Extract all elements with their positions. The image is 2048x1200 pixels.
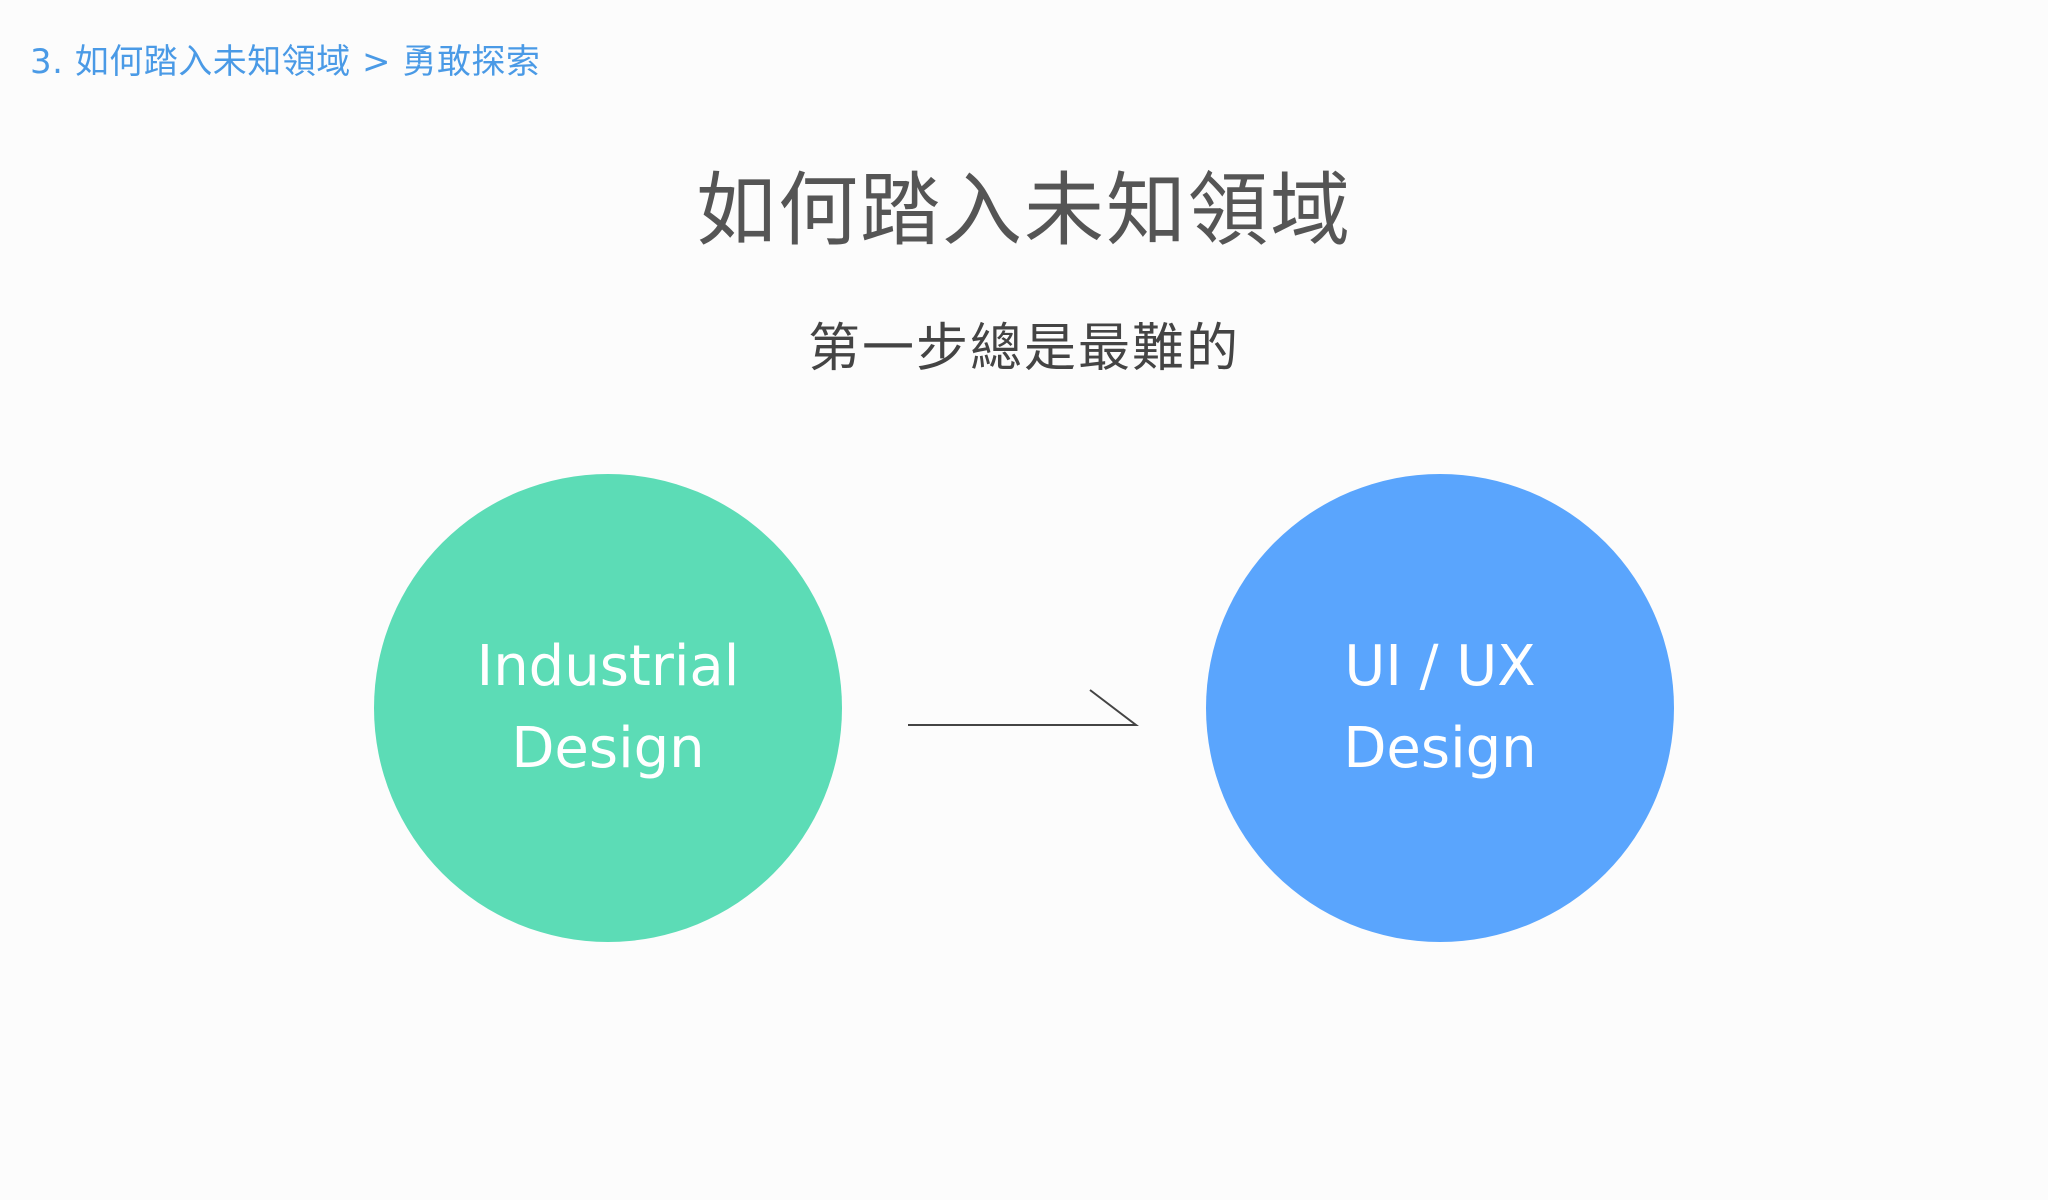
arrow-right-icon: [908, 689, 1139, 726]
from-line-1: Industrial: [476, 634, 740, 699]
industrial-design-circle: Industrial Design: [374, 474, 842, 942]
ui-ux-design-circle: UI / UX Design: [1206, 474, 1674, 942]
from-line-2: Design: [511, 716, 705, 781]
page-title: 如何踏入未知領域: [696, 164, 1352, 257]
breadcrumb: 3. 如何踏入未知領域 > 勇敢探索: [30, 42, 541, 82]
to-line-1: UI / UX: [1344, 634, 1536, 699]
to-line-2: Design: [1343, 716, 1537, 781]
page-subtitle: 第一步總是最難的: [807, 319, 1240, 379]
